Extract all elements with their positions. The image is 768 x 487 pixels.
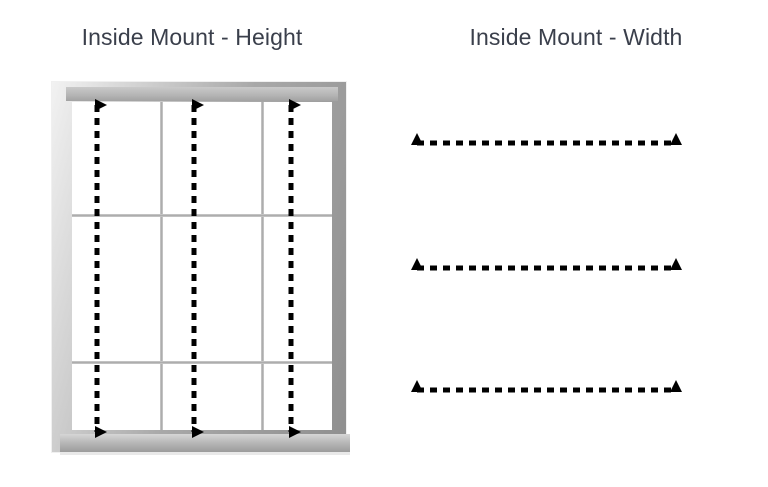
mullion-vertical-2 bbox=[261, 102, 264, 430]
window-diagram-height bbox=[52, 82, 350, 455]
panel-inside-mount-width: Inside Mount - Width bbox=[384, 0, 768, 487]
window-head-rail bbox=[66, 87, 338, 101]
panel-title-width: Inside Mount - Width bbox=[469, 24, 683, 50]
window-glass-area bbox=[72, 102, 332, 430]
panel-title-height: Inside Mount - Height bbox=[81, 24, 303, 50]
window-sill-edge bbox=[60, 452, 350, 455]
window-sill bbox=[60, 434, 350, 454]
mullion-horizontal-1 bbox=[72, 214, 332, 217]
mullion-horizontal-2 bbox=[72, 361, 332, 364]
mullion-vertical-1 bbox=[160, 102, 163, 430]
width-arrows-layer bbox=[384, 0, 768, 487]
panel-inside-mount-height: Inside Mount - Height bbox=[52, 24, 350, 455]
